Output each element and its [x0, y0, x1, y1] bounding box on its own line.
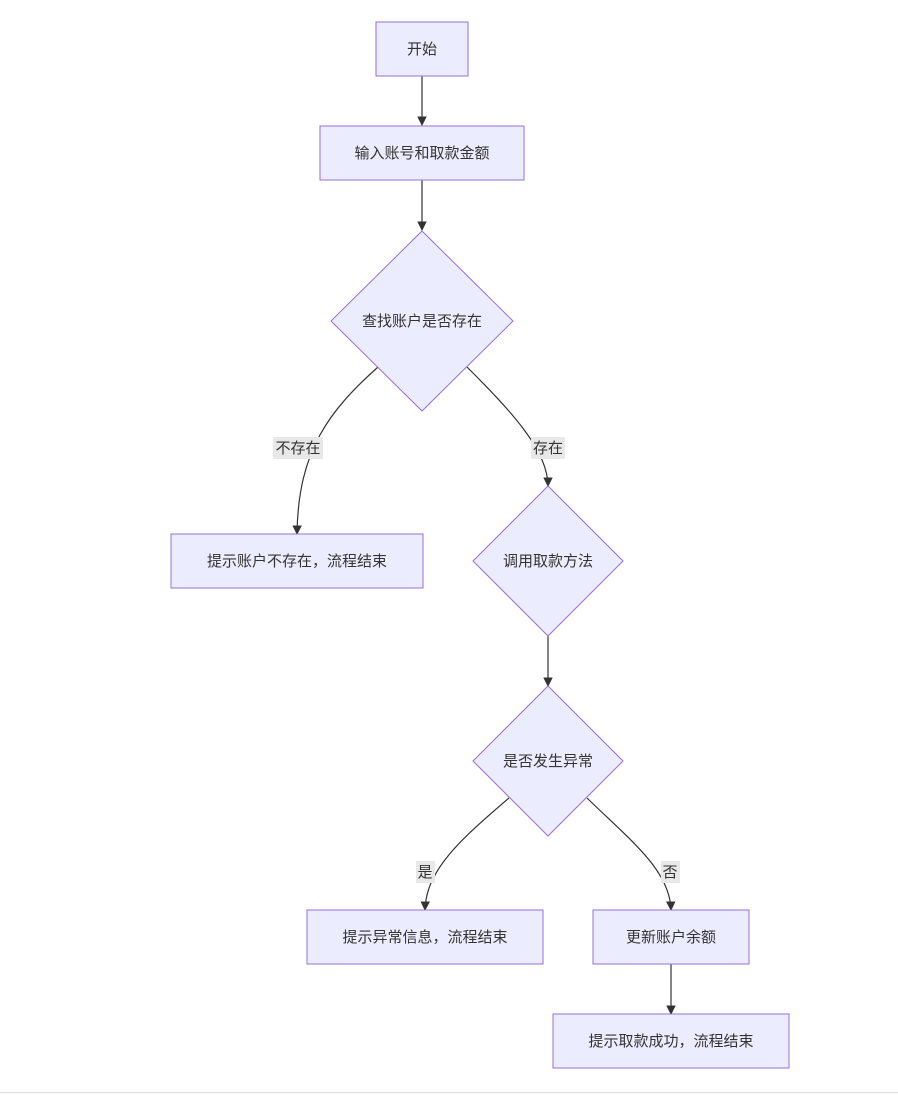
node-success: 提示取款成功，流程结束	[552, 1013, 790, 1069]
edge-check-to-missing	[292, 366, 379, 535]
edge-check-to-withdraw	[466, 366, 553, 487]
node-input: 输入账号和取款金额	[319, 125, 525, 181]
node-success-text: 提示取款成功，流程结束	[588, 1032, 753, 1050]
edge-label-not-exist-text: 不存在	[275, 439, 320, 457]
edge-label-no: 否	[661, 861, 680, 883]
node-account-missing-text: 提示账户不存在，流程结束	[207, 552, 387, 570]
node-exception-msg: 提示异常信息，流程结束	[306, 909, 544, 965]
edge-label-not-exist: 不存在	[273, 437, 323, 459]
node-exception-msg-text: 提示异常信息，流程结束	[342, 928, 507, 946]
node-call-withdraw-text: 调用取款方法	[503, 552, 593, 570]
edge-exception-to-update	[586, 797, 676, 911]
edge-label-no-text: 否	[662, 863, 677, 881]
node-check-account: 查找账户是否存在	[330, 230, 514, 412]
edge-label-yes: 是	[416, 861, 435, 883]
edge-label-exist: 存在	[531, 437, 565, 459]
node-start: 开始	[375, 21, 469, 77]
bottom-divider	[0, 1092, 898, 1093]
node-check-account-text: 查找账户是否存在	[362, 312, 482, 330]
edge-label-exist-text: 存在	[533, 439, 563, 457]
node-call-withdraw: 调用取款方法	[472, 485, 624, 637]
edge-exception-to-msg	[420, 797, 510, 911]
edge-label-yes-text: 是	[417, 863, 432, 881]
node-exception-check-text: 是否发生异常	[503, 752, 593, 770]
node-update-balance: 更新账户余额	[592, 909, 750, 965]
node-input-text: 输入账号和取款金额	[354, 144, 489, 162]
node-update-balance-text: 更新账户余额	[626, 928, 716, 946]
node-exception-check: 是否发生异常	[472, 685, 624, 837]
node-start-text: 开始	[407, 40, 437, 58]
node-account-missing: 提示账户不存在，流程结束	[170, 533, 424, 589]
